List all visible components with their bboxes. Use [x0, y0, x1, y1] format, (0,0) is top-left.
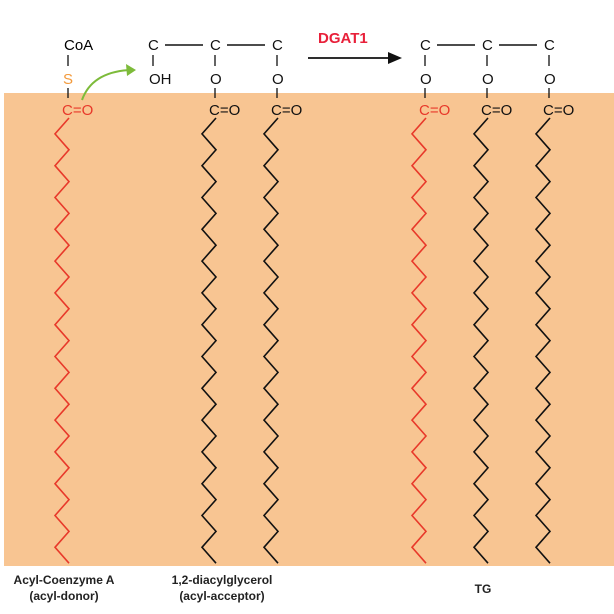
ester-oxygen: O	[420, 71, 432, 88]
acceptor-label: 1,2-diacylglycerol	[172, 573, 273, 587]
fatty-acyl-chain	[410, 117, 428, 564]
ester-carbonyl: C=O	[271, 102, 302, 119]
ester-oxygen: O	[482, 71, 494, 88]
ester-carbonyl: C=O	[543, 102, 574, 119]
fatty-acyl-chain	[200, 117, 218, 564]
glycerol-carbon: C	[272, 37, 283, 54]
coa-label: CoA	[64, 37, 93, 54]
ester-carbonyl: C=O	[481, 102, 512, 119]
fatty-acyl-chain	[472, 117, 490, 564]
acceptor-sublabel: (acyl-acceptor)	[179, 589, 264, 603]
membrane-band	[4, 93, 614, 566]
glycerol-carbon: C	[482, 37, 493, 54]
donor-sublabel: (acyl-donor)	[29, 589, 98, 603]
glycerol-carbon: C	[210, 37, 221, 54]
acyl-transfer-arrow	[81, 69, 131, 101]
acyl-carbonyl: C=O	[62, 102, 93, 119]
enzyme-label: DGAT1	[318, 30, 368, 47]
glycerol-carbon: C	[148, 37, 159, 54]
fatty-acyl-chain	[53, 117, 71, 564]
sulfur-atom: S	[63, 71, 73, 88]
glycerol-carbon: C	[544, 37, 555, 54]
ester-oxygen: O	[544, 71, 556, 88]
hydroxyl-group: OH	[149, 71, 172, 88]
fatty-acyl-chain	[262, 117, 280, 564]
glycerol-carbon: C	[420, 37, 431, 54]
product-label: TG	[475, 582, 492, 596]
donor-label: Acyl-Coenzyme A	[14, 573, 115, 587]
ester-oxygen: O	[272, 71, 284, 88]
ester-oxygen: O	[210, 71, 222, 88]
ester-carbonyl: C=O	[419, 102, 450, 119]
arrow-head-icon	[388, 52, 402, 64]
fatty-acyl-chain	[534, 117, 552, 564]
arrow-head-icon	[126, 64, 136, 76]
ester-carbonyl: C=O	[209, 102, 240, 119]
